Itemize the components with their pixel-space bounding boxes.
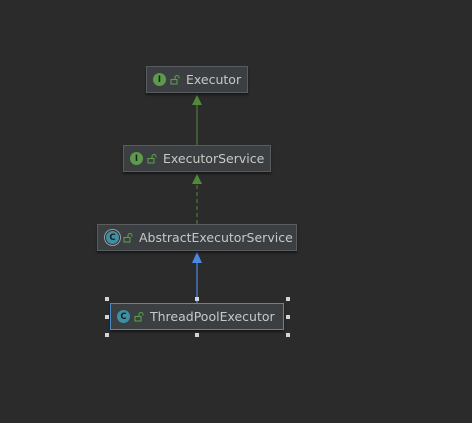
node-label: ThreadPoolExecutor	[150, 309, 275, 324]
abstract-class-icon: C	[106, 231, 119, 244]
edge-arrowhead	[192, 174, 202, 184]
interface-icon: I	[153, 73, 166, 86]
resize-handle-top[interactable]	[195, 297, 199, 301]
node-thread-pool-executor[interactable]: C ThreadPoolExecutor	[110, 303, 284, 330]
node-label: ExecutorService	[163, 151, 265, 166]
node-label: Executor	[186, 72, 242, 87]
public-visibility-icon	[170, 74, 180, 85]
node-label: AbstractExecutorService	[139, 230, 293, 245]
node-abstract-executor-service[interactable]: C AbstractExecutorService	[97, 224, 297, 251]
resize-handle-right[interactable]	[286, 315, 290, 319]
resize-handle-left[interactable]	[105, 315, 109, 319]
node-executor-service[interactable]: I ExecutorService	[123, 145, 271, 172]
class-icon: C	[117, 310, 130, 323]
edge-arrowhead	[192, 252, 202, 263]
edge-arrowhead	[192, 95, 202, 105]
interface-icon: I	[130, 152, 143, 165]
resize-handle-bottom-right[interactable]	[286, 333, 290, 337]
resize-handle-top-left[interactable]	[105, 297, 109, 301]
node-executor[interactable]: I Executor	[146, 66, 248, 93]
resize-handle-bottom-left[interactable]	[105, 333, 109, 337]
public-visibility-icon	[147, 153, 157, 164]
public-visibility-icon	[123, 232, 133, 243]
resize-handle-bottom[interactable]	[195, 333, 199, 337]
resize-handle-top-right[interactable]	[286, 297, 290, 301]
public-visibility-icon	[134, 311, 144, 322]
